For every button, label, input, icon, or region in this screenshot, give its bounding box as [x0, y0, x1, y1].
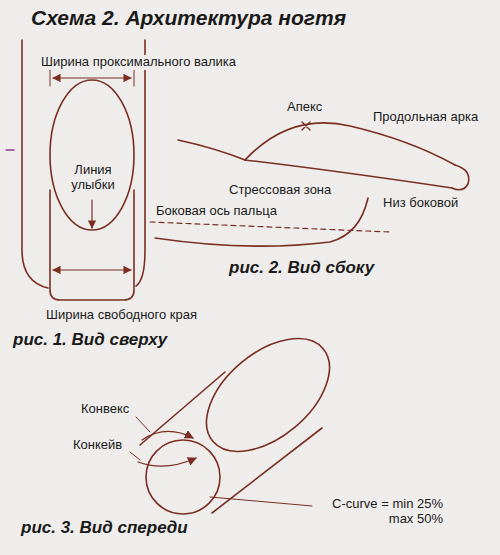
free-edge [50, 190, 134, 300]
smile-arrow [91, 200, 92, 228]
part-label: Апекс [286, 100, 323, 115]
part-label: Продольная арка [372, 110, 479, 125]
concave-arc [138, 458, 196, 466]
part-label: Низ боковой [382, 196, 459, 211]
leader-line [130, 452, 140, 460]
finger-side [212, 428, 322, 513]
nail-tip [452, 165, 469, 190]
finger-right [136, 40, 145, 286]
part-label: Линия улыбки [62, 163, 124, 193]
leader-line [210, 497, 312, 506]
finger-side [140, 372, 225, 445]
dimension-label: Ширина проксимального валика [40, 55, 237, 70]
part-label: Стрессовая зона [228, 183, 332, 198]
finger-axis [150, 222, 390, 232]
nail-front [186, 317, 350, 474]
margin-mark [6, 149, 14, 150]
diagram-title: Схема 2. Архитектура ногтя [30, 6, 347, 30]
measure-label: C-curve = min 25% max 50% [318, 497, 444, 527]
nail-plate [50, 80, 134, 230]
finger-under [155, 198, 368, 246]
part-label: Конкейв [72, 438, 123, 453]
dimension-label: Ширина свободного края [45, 308, 198, 323]
figure-caption: рис. 2. Вид сбоку [228, 258, 375, 278]
figure-caption: рис. 1. Вид сверху [12, 330, 168, 350]
convex-arc [142, 431, 193, 440]
finger-section [146, 440, 220, 514]
finger-left [22, 40, 48, 288]
apex-cross [302, 122, 310, 130]
nail-top [245, 123, 455, 165]
finger-top [178, 140, 245, 160]
leader-line [136, 417, 150, 432]
part-label: Конвекс [80, 402, 130, 417]
part-label: Боковая ось пальца [155, 204, 278, 219]
width-arrow [53, 269, 131, 270]
width-ticks [50, 70, 134, 86]
figure-caption: рис. 3. Вид спереди [20, 518, 189, 538]
width-arrow [53, 77, 131, 78]
